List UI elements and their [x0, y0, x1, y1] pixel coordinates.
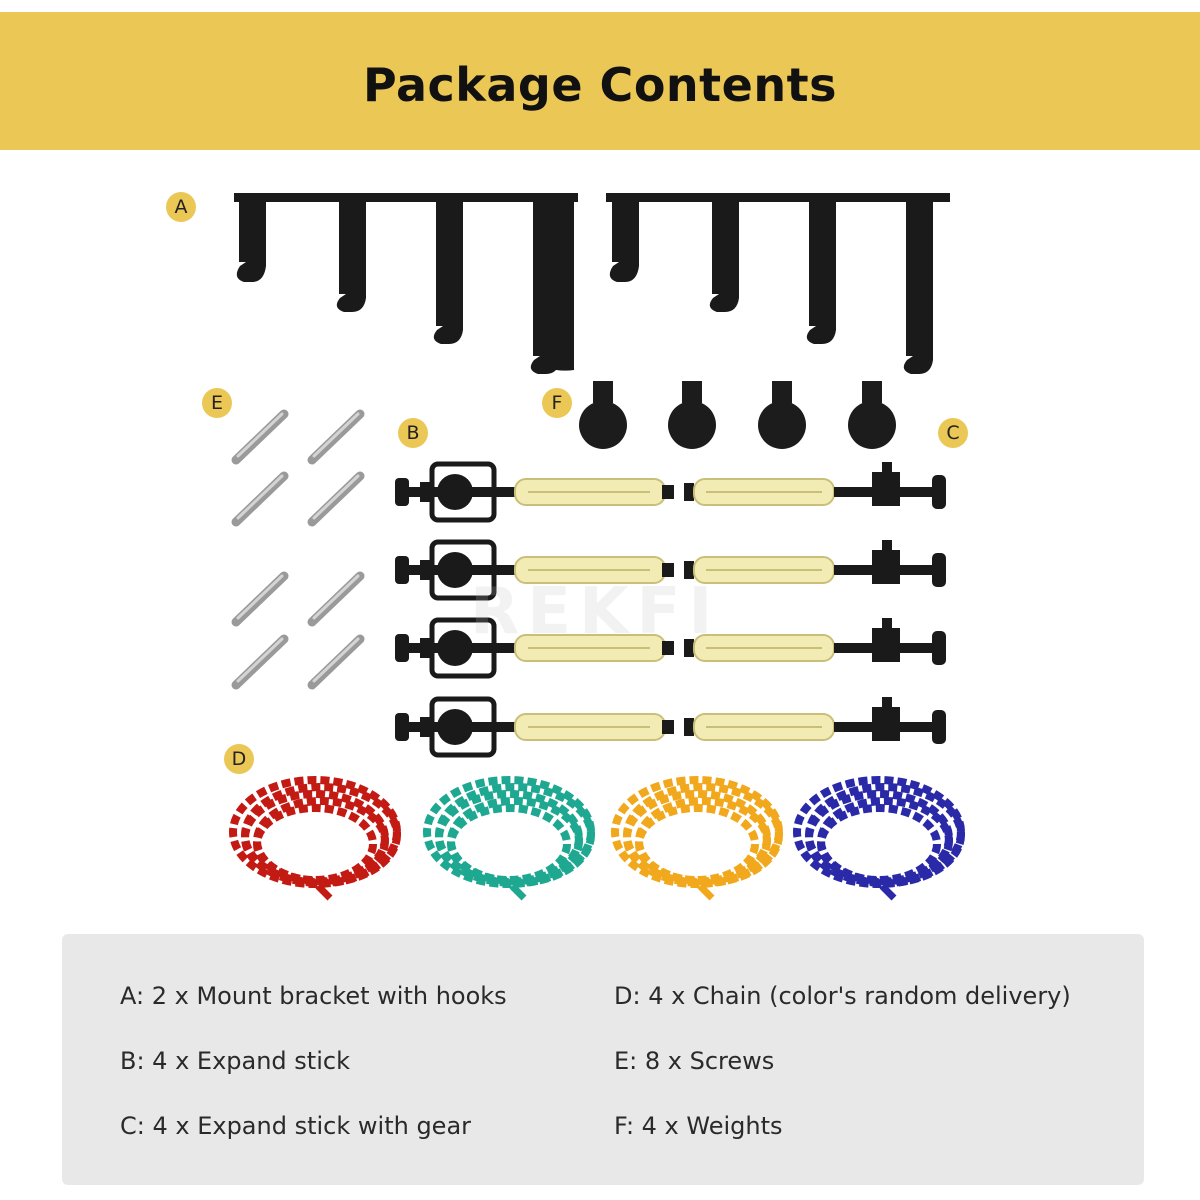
page-title: Package Contents	[363, 58, 837, 112]
item-f-description: F: 4 x Weights	[614, 1112, 783, 1140]
expand-stick-icon	[395, 461, 946, 758]
screw-icon	[231, 409, 365, 690]
contents-list-panel: A: 2 x Mount bracket with hooks B: 4 x E…	[62, 934, 1144, 1185]
weight-icon	[579, 381, 896, 449]
badge-f: F	[542, 388, 572, 418]
item-e-description: E: 8 x Screws	[614, 1047, 775, 1075]
badge-a: A	[166, 192, 196, 222]
item-c-description: C: 4 x Expand stick with gear	[120, 1112, 472, 1140]
badge-e: E	[202, 388, 232, 418]
item-d-description: D: 4 x Chain (color's random delivery)	[614, 982, 1071, 1010]
badge-d: D	[224, 744, 254, 774]
watermark: REKFI	[470, 575, 721, 649]
badge-c: C	[938, 418, 968, 448]
mount-bracket-icon	[234, 193, 950, 374]
item-b-description: B: 4 x Expand stick	[120, 1047, 350, 1075]
item-a-description: A: 2 x Mount bracket with hooks	[120, 982, 507, 1010]
header-banner: Package Contents	[0, 12, 1200, 150]
chain-icon	[229, 776, 965, 901]
badge-b: B	[398, 418, 428, 448]
parts-illustration	[229, 193, 965, 901]
